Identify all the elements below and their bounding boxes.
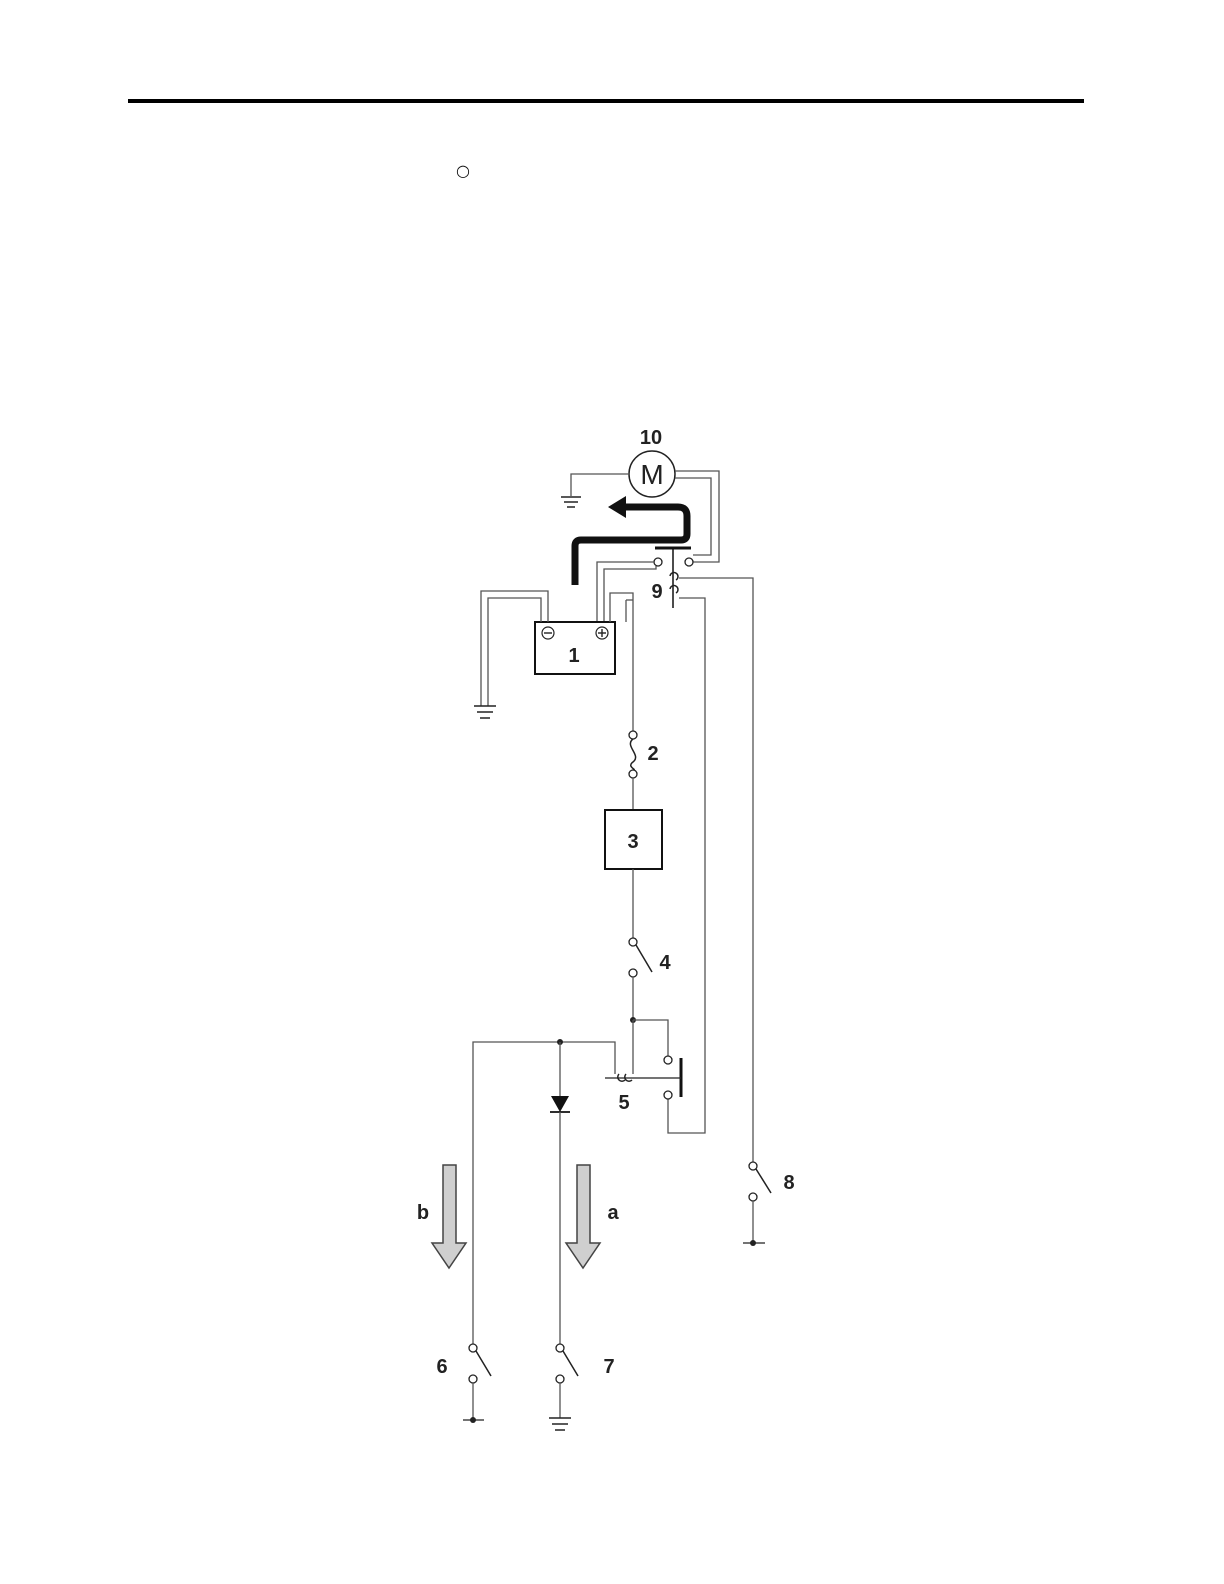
- motor-symbol: M: [640, 459, 663, 490]
- junction-to-relay-wire: [633, 1020, 668, 1056]
- switch-7: 7: [556, 1344, 615, 1383]
- label-9: 9: [651, 581, 662, 603]
- starter-relay-terminal-left: [654, 558, 662, 566]
- label-b: b: [417, 1202, 429, 1224]
- coil-wire-to-relay-5: [668, 598, 705, 1133]
- flow-arrow-a: a: [566, 1165, 619, 1268]
- battery: 1: [535, 622, 615, 674]
- ecu: 3: [605, 810, 662, 869]
- fuse: 2: [629, 731, 659, 778]
- switch-6-terminal-top: [469, 1344, 477, 1352]
- motor-ground-wire: [571, 474, 629, 496]
- switch-7-terminal-bottom: [556, 1375, 564, 1383]
- switch-4-blade: [636, 945, 652, 972]
- flow-arrow-b-shape: [432, 1165, 466, 1268]
- main-switch: 4: [629, 938, 671, 977]
- flow-arrow-a-shape: [566, 1165, 600, 1268]
- diode-triangle: [551, 1096, 569, 1112]
- label-3: 3: [627, 831, 638, 853]
- fuse-element: [630, 739, 635, 770]
- ground-symbol-switch-7: [549, 1418, 571, 1430]
- switch-6: 6: [436, 1344, 491, 1383]
- relay-5-terminal-bottom: [664, 1091, 672, 1099]
- battery-positive-wire-inner: [604, 566, 656, 622]
- wire-b: [473, 1042, 615, 1344]
- label-2: 2: [647, 743, 658, 765]
- switch-8-blade: [756, 1169, 771, 1193]
- label-1: 1: [568, 645, 579, 667]
- switch-6-chassis-node: [470, 1417, 476, 1423]
- ground-symbol-motor: [561, 497, 581, 507]
- switch-7-terminal-top: [556, 1344, 564, 1352]
- label-5: 5: [618, 1092, 629, 1114]
- current-path: [575, 507, 687, 585]
- switch-7-blade: [563, 1351, 578, 1376]
- switch-8-terminal-bottom: [749, 1193, 757, 1201]
- label-4: 4: [659, 952, 671, 974]
- ground-symbol-battery: [474, 706, 496, 718]
- label-6: 6: [436, 1356, 447, 1378]
- switch-4-terminal-top: [629, 938, 637, 946]
- switch-6-terminal-bottom: [469, 1375, 477, 1383]
- switch-8-chassis-node: [750, 1240, 756, 1246]
- switch-8: 8: [749, 1162, 795, 1201]
- coil-wire-to-switch-8: [679, 578, 753, 1163]
- relay-5: 5: [605, 1056, 681, 1114]
- switch-6-blade: [476, 1351, 491, 1376]
- starter-relay-terminal-right: [685, 558, 693, 566]
- switch-8-terminal-top: [749, 1162, 757, 1170]
- starter-relay-coil-lower: [670, 586, 678, 593]
- diode: [550, 1096, 570, 1112]
- label-10: 10: [640, 427, 662, 449]
- label-7: 7: [603, 1356, 614, 1378]
- battery-negative-wire-inner: [488, 598, 541, 706]
- switch-4-terminal-bottom: [629, 969, 637, 977]
- starter-relay-coil-upper: [670, 573, 678, 580]
- relay-5-terminal-top: [664, 1056, 672, 1064]
- label-8: 8: [783, 1172, 794, 1194]
- flow-arrow-b: b: [417, 1165, 466, 1268]
- fuse-terminal-top: [629, 731, 637, 739]
- label-a: a: [607, 1202, 619, 1224]
- starter-motor: M 10: [629, 427, 675, 497]
- current-path-arrowhead: [608, 496, 626, 518]
- fuse-terminal-bottom: [629, 770, 637, 778]
